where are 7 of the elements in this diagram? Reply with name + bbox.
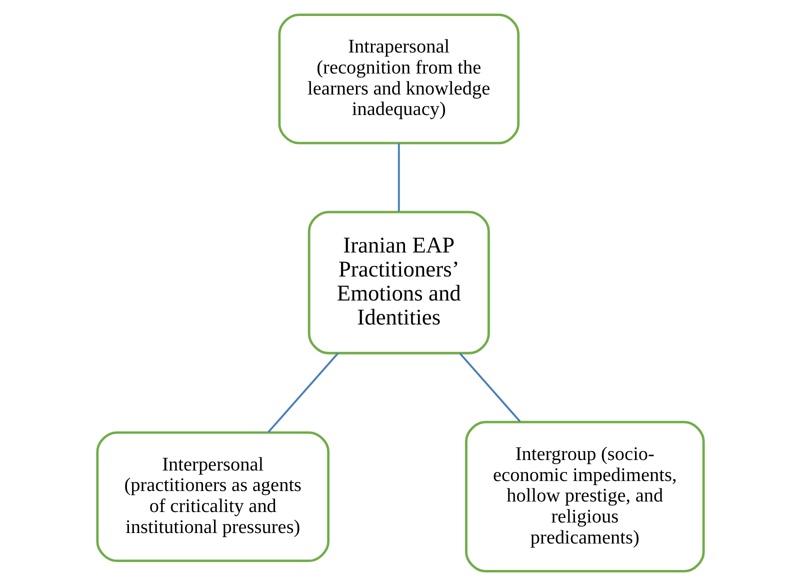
connector (458, 352, 520, 422)
connector (397, 143, 400, 212)
node-box: Interpersonal (practitioners as agents of criticality and institutional pressures) (96, 431, 330, 562)
node-box: Iranian EAP Practitioners’ Emotions and Identities (307, 210, 490, 354)
connector (267, 352, 338, 433)
node-box: Intrapersonal (recognition from the learners and knowledge inadequacy) (278, 14, 520, 144)
node-box: Intergroup (socio-economic impediments, hollow prestige, and religious predicaments) (464, 420, 704, 572)
